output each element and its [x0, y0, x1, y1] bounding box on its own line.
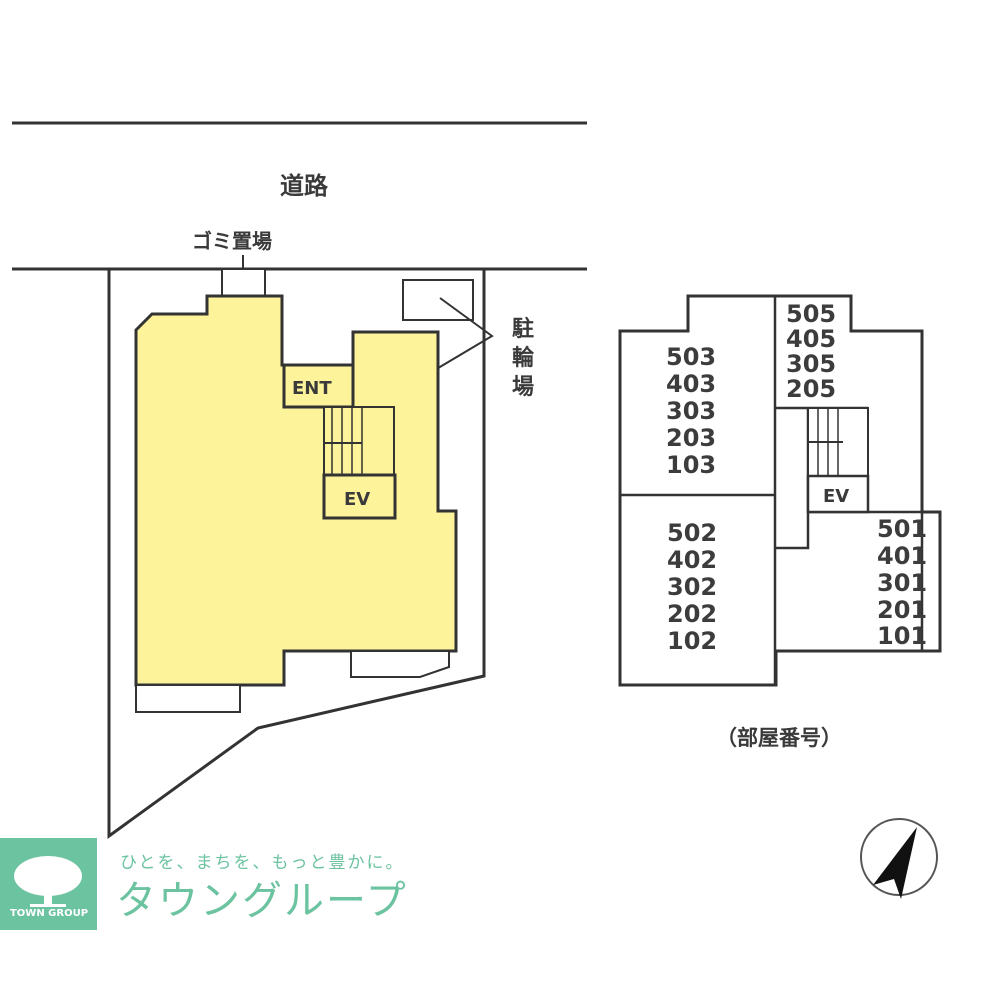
- svg-text:401: 401: [877, 542, 927, 570]
- svg-text:202: 202: [667, 600, 717, 628]
- svg-text:EV: EV: [823, 486, 849, 507]
- svg-text:103: 103: [666, 451, 716, 479]
- svg-text:502: 502: [667, 519, 717, 547]
- svg-text:402: 402: [667, 546, 717, 574]
- entrance: [282, 363, 355, 409]
- svg-text:505: 505: [786, 300, 836, 328]
- room-stack-05: 505 405 305 205: [786, 300, 836, 403]
- svg-text:205: 205: [786, 375, 836, 403]
- svg-text:301: 301: [877, 569, 927, 597]
- stairs: [323, 406, 395, 476]
- room-plan-elevator: [806, 474, 870, 514]
- bicycle-leader-line: [417, 297, 494, 381]
- svg-text:駐: 駐: [512, 316, 534, 342]
- balcony-right: [350, 650, 450, 678]
- svg-text:101: 101: [877, 622, 927, 650]
- svg-text:302: 302: [667, 573, 717, 601]
- svg-text:203: 203: [666, 424, 716, 452]
- svg-text:501: 501: [877, 515, 927, 543]
- room-stack-02: 502 402 302 202 102: [667, 519, 717, 655]
- logo-english-name: TOWN GROUP: [9, 908, 89, 919]
- tree-icon: [14, 856, 82, 907]
- svg-text:303: 303: [666, 397, 716, 425]
- lot-boundary: [107, 269, 486, 839]
- logo-tagline: ひとを、まちを、もっと豊かに。: [120, 853, 405, 873]
- svg-text:輪: 輪: [512, 345, 535, 371]
- road-label: 道路: [280, 172, 329, 200]
- town-group-logo: [0, 838, 97, 930]
- svg-text:305: 305: [786, 350, 836, 378]
- room-number-caption: （部屋番号）: [716, 726, 842, 750]
- svg-text:503: 503: [666, 343, 716, 371]
- garbage-area: [221, 268, 266, 299]
- room-stack-03: 503 403 303 203 103: [666, 343, 716, 479]
- svg-text:EV: EV: [344, 489, 370, 510]
- balcony-left: [135, 684, 241, 713]
- svg-text:403: 403: [666, 370, 716, 398]
- svg-text:ENT: ENT: [292, 378, 332, 399]
- building-footprint: [134, 294, 458, 687]
- svg-text:場: 場: [512, 375, 534, 400]
- room-stack-01: 501 401 301 201 101: [877, 515, 927, 650]
- svg-text:201: 201: [877, 596, 927, 624]
- north-arrow-icon: [860, 818, 938, 899]
- bicycle-parking-area: [402, 279, 474, 321]
- elevator: [322, 473, 397, 520]
- garbage-label: ゴミ置場: [192, 229, 272, 253]
- svg-text:102: 102: [667, 627, 717, 655]
- logo-name: タウングループ: [116, 878, 408, 924]
- svg-text:405: 405: [786, 325, 836, 353]
